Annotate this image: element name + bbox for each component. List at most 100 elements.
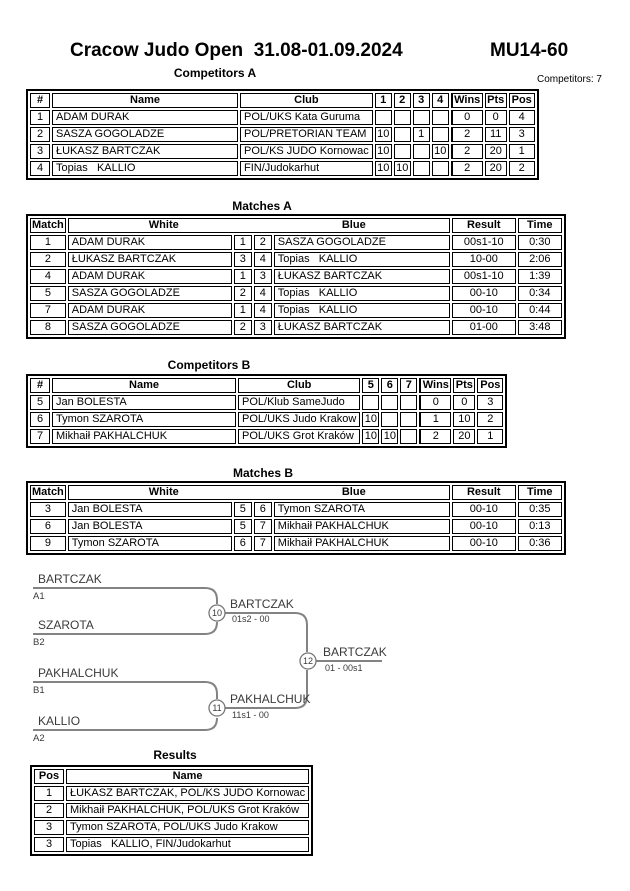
competitors-count: Competitors: 7 bbox=[536, 74, 602, 85]
col-header-num: # bbox=[30, 93, 50, 108]
col-header-time: Time bbox=[517, 218, 562, 233]
white-player-num: 2 bbox=[233, 320, 252, 335]
result-name: Tymon SZAROTA, POL/UKS Judo Krakow bbox=[66, 820, 310, 835]
match-number: 5 bbox=[30, 286, 66, 301]
col-header-cross: 6 bbox=[381, 378, 399, 393]
pts-cell: 0 bbox=[453, 395, 476, 410]
matches-b-heading: Matches B bbox=[232, 466, 294, 480]
match-time: 2:06 bbox=[517, 252, 562, 267]
bracket-sf1-match-number: 10 bbox=[212, 608, 222, 618]
competitor-club: POL/PRETORIAN TEAM bbox=[240, 127, 373, 142]
white-player-name: SASZA GOGOLADZE bbox=[67, 286, 232, 301]
bracket-final-match-number: 12 bbox=[303, 656, 313, 666]
col-header-pos: Pos bbox=[34, 769, 64, 784]
match-result: 00-10 bbox=[451, 536, 516, 551]
col-header-name: Name bbox=[52, 93, 238, 108]
col-header-result: Result bbox=[451, 218, 516, 233]
white-player-num: 1 bbox=[233, 235, 252, 250]
match-result: 00-10 bbox=[451, 286, 516, 301]
cross-score-cell: 10 bbox=[374, 127, 392, 142]
competitor-name: Jan BOLESTA bbox=[52, 395, 236, 410]
col-header-club: Club bbox=[240, 93, 373, 108]
bracket-sf2-score: 11s1 - 00 bbox=[232, 710, 269, 720]
white-player-num: 1 bbox=[233, 303, 252, 318]
match-result: 00-10 bbox=[451, 519, 516, 534]
white-player-num: 5 bbox=[233, 502, 252, 517]
col-header-pos: Pos bbox=[508, 93, 535, 108]
bracket-line-sf2-winner bbox=[225, 670, 308, 709]
cross-score-cell: 10 bbox=[393, 161, 411, 176]
blue-player-num: 6 bbox=[253, 502, 272, 517]
blue-player-num: 4 bbox=[253, 252, 272, 267]
match-time: 0:36 bbox=[517, 536, 562, 551]
match-circle-11 bbox=[208, 699, 226, 717]
page-title: Cracow Judo Open 31.08-01.09.2024 bbox=[70, 40, 403, 61]
competitor-number: 6 bbox=[30, 412, 50, 427]
cross-score-cell: 10 bbox=[374, 144, 392, 159]
col-header-cross: 5 bbox=[362, 378, 380, 393]
cross-score-cell bbox=[431, 110, 449, 125]
cross-score-cell: 1 bbox=[412, 127, 430, 142]
white-player-name: ADAM DURAK bbox=[67, 235, 232, 250]
pts-cell: 10 bbox=[453, 412, 476, 427]
result-pos: 3 bbox=[34, 837, 64, 852]
white-player-name: Tymon SZAROTA bbox=[67, 536, 232, 551]
col-header-name: Name bbox=[66, 769, 310, 784]
cross-score-cell bbox=[393, 144, 411, 159]
bracket-sf2-bottom-name: KALLIO bbox=[38, 714, 80, 728]
blue-player-num: 2 bbox=[253, 235, 272, 250]
white-player-name: Jan BOLESTA bbox=[67, 502, 232, 517]
blue-player-name: Topias KALLIO bbox=[273, 286, 450, 301]
pts-cell: 0 bbox=[484, 110, 507, 125]
pos-cell: 2 bbox=[477, 412, 504, 427]
competitor-club: POL/KS JUDO Kornowac bbox=[240, 144, 373, 159]
col-header-cross: 1 bbox=[374, 93, 392, 108]
match-number: 6 bbox=[30, 519, 66, 534]
white-player-name: ADAM DURAK bbox=[67, 269, 232, 284]
col-header-blue: Blue bbox=[341, 486, 366, 498]
cross-score-cell: 10 bbox=[431, 144, 449, 159]
competitor-number: 5 bbox=[30, 395, 50, 410]
col-header-num: # bbox=[30, 378, 50, 393]
blue-player-name: ŁUKASZ BARTCZAK bbox=[273, 269, 450, 284]
col-header-cross: 4 bbox=[431, 93, 449, 108]
match-number: 7 bbox=[30, 303, 66, 318]
col-header-pos: Pos bbox=[477, 378, 504, 393]
bracket-sf1-top-seed: A1 bbox=[33, 591, 45, 602]
col-header-match: Match bbox=[30, 218, 66, 233]
wins-cell: 0 bbox=[419, 395, 452, 410]
cross-score-cell bbox=[393, 110, 411, 125]
competitor-name: Topias KALLIO bbox=[52, 161, 238, 176]
cross-score-cell bbox=[412, 144, 430, 159]
match-circle-12 bbox=[299, 652, 317, 670]
col-header-white: White bbox=[148, 486, 179, 498]
competitor-club: POL/Klub SameJudo bbox=[238, 395, 361, 410]
pts-cell: 20 bbox=[484, 144, 507, 159]
matches-a-heading: Matches A bbox=[232, 199, 292, 213]
col-header-blue: Blue bbox=[341, 219, 366, 231]
bracket-sf1-bottom-seed: B2 bbox=[33, 637, 45, 648]
col-header-white-blue: White Blue bbox=[67, 485, 450, 500]
match-time: 0:30 bbox=[517, 235, 562, 250]
bracket-sf2-match-number: 11 bbox=[212, 703, 221, 713]
cross-score-cell: 10 bbox=[362, 429, 380, 444]
match-time: 0:44 bbox=[517, 303, 562, 318]
white-player-name: ADAM DURAK bbox=[67, 303, 232, 318]
competitor-number: 7 bbox=[30, 429, 50, 444]
col-header-wins: Wins bbox=[450, 93, 483, 108]
col-header-time: Time bbox=[517, 485, 562, 500]
white-player-name: ŁUKASZ BARTCZAK bbox=[67, 252, 232, 267]
blue-player-name: Mikhaił PAKHALCHUK bbox=[273, 536, 450, 551]
